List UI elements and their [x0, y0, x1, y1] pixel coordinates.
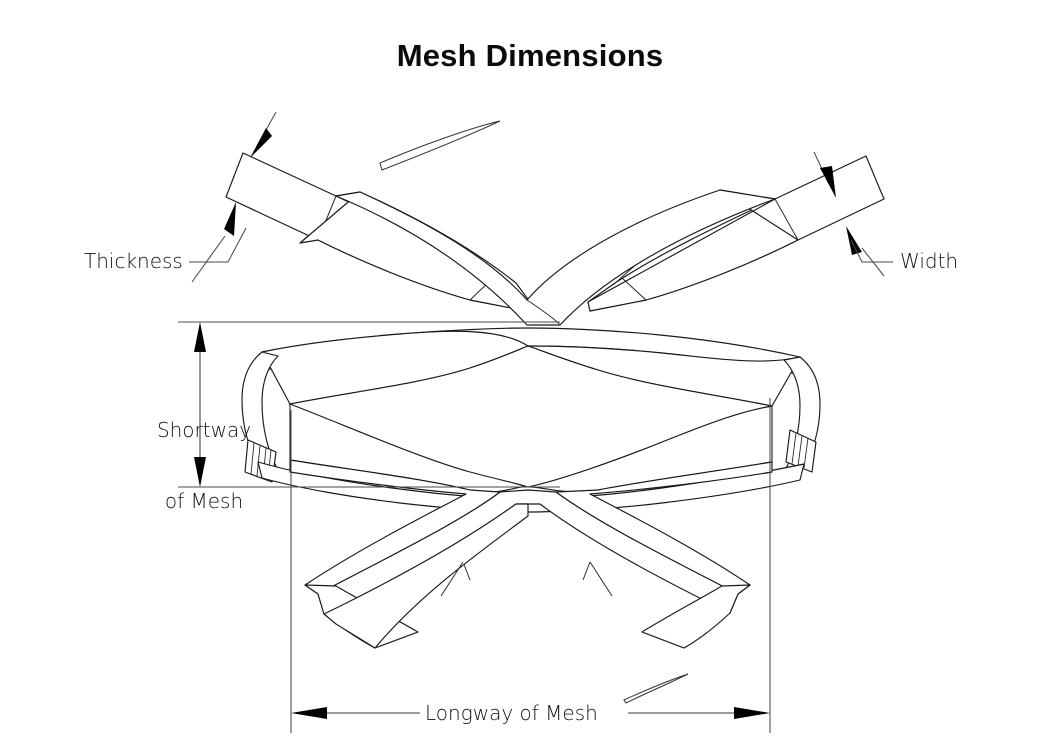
sliver-mark-lower — [623, 673, 689, 704]
strand-left-end-cap — [241, 351, 279, 483]
label-shortway-line1: Shortway — [156, 418, 252, 443]
strand-upper-left — [225, 152, 531, 312]
label-shortway-line2: of Mesh — [164, 488, 244, 513]
mesh-bond-upper — [335, 189, 776, 326]
longway-dimension — [290, 398, 771, 733]
mesh-aperture — [261, 330, 801, 493]
label-thickness: Thickness — [84, 249, 183, 273]
strand-lower-right — [555, 461, 773, 649]
sliver-mark-upper — [379, 120, 501, 171]
label-shortway-of-mesh: Shortway of Mesh — [144, 372, 264, 561]
shortway-dimension — [178, 321, 560, 488]
page-title: Mesh Dimensions — [396, 38, 664, 73]
label-longway-of-mesh: Longway of Mesh — [425, 701, 598, 725]
width-dimension — [813, 151, 893, 277]
strand-lower-left — [289, 459, 529, 649]
strand-right-end-cap — [783, 356, 821, 473]
thickness-dimension — [189, 111, 277, 283]
label-width: Width — [900, 249, 959, 273]
